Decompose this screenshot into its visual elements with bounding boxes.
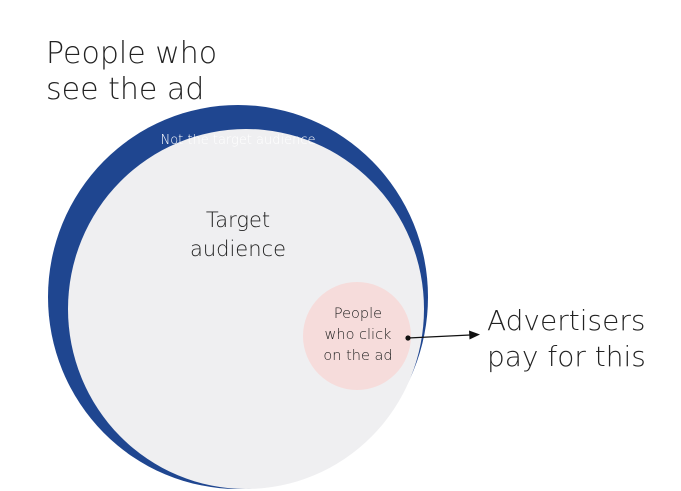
- inner-circle-target-audience: [68, 129, 424, 489]
- callout-line-1: Advertisers: [487, 304, 645, 337]
- click-circle: [303, 282, 411, 390]
- click-label-line-1: People: [334, 306, 382, 322]
- click-label-line-3: on the ad: [323, 348, 392, 364]
- target-label-line-1: Target: [206, 208, 270, 232]
- callout-line-2: pay for this: [487, 340, 646, 373]
- callout-arrow: [405, 330, 480, 341]
- target-label-line-2: audience: [190, 237, 286, 261]
- title-line-2: see the ad: [46, 72, 204, 107]
- outer-ring-label: Not the target audience: [160, 133, 315, 148]
- title-line-1: People who: [46, 36, 217, 71]
- click-label-line-2: who click: [325, 327, 392, 343]
